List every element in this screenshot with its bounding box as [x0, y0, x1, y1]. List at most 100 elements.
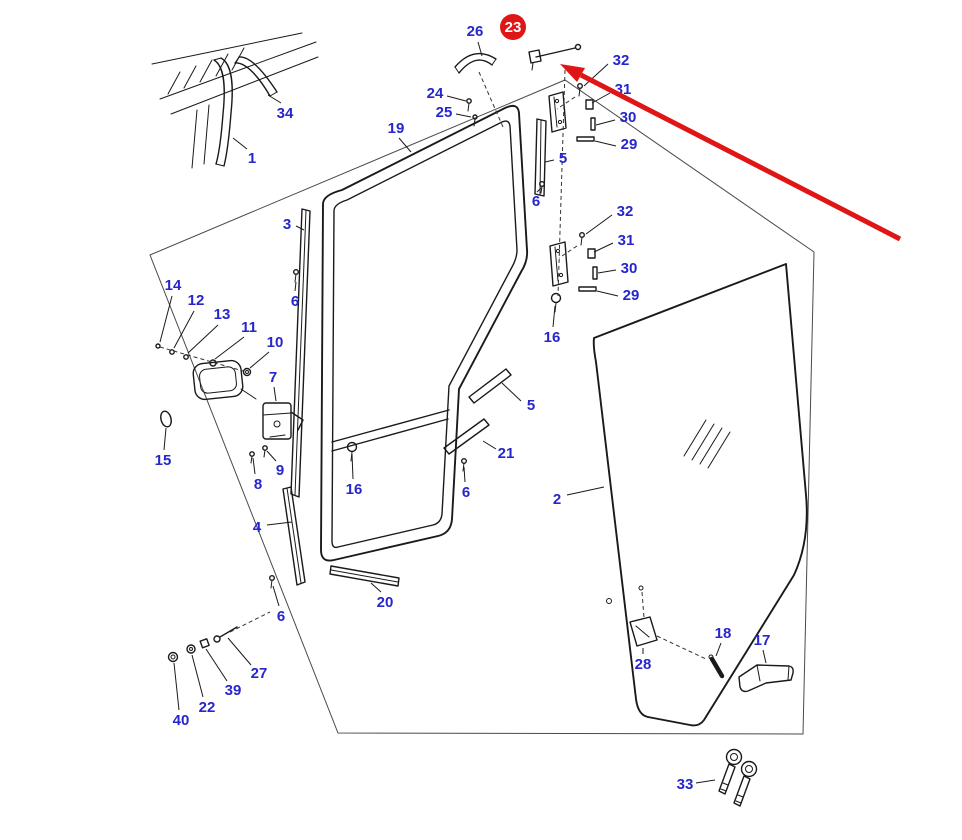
part-18-pin: [708, 654, 725, 679]
part-20-strip: [329, 565, 400, 587]
diagram-boundary: [149, 79, 815, 735]
part-15-ring: [160, 410, 172, 428]
leader-line-21: [482, 440, 497, 450]
leader-line-26: [477, 41, 483, 57]
leader-line-17: [762, 649, 767, 664]
part-26-curved-strap: [454, 52, 497, 74]
part-label-30: 30: [620, 109, 637, 126]
highlighted-part-badge: [500, 14, 526, 40]
part-label-7: 7: [269, 369, 277, 386]
part-label-6: 6: [291, 293, 299, 310]
leader-line-34: [267, 94, 282, 104]
leader-line-14: [159, 295, 173, 343]
part-label-6: 6: [277, 608, 285, 625]
leader-line-1: [232, 137, 248, 150]
part-34-trim-strip: [234, 56, 278, 97]
part-label-13: 13: [214, 306, 231, 323]
part-6-screws: [269, 180, 546, 589]
part-3-seal-strip: [290, 208, 311, 498]
part-label-20: 20: [377, 594, 394, 611]
part-28-bracket: [629, 616, 658, 647]
leader-line-2: [566, 486, 605, 496]
part-5-strip-middle: [468, 368, 512, 404]
leader-line-32: [583, 63, 609, 87]
part-label-18: 18: [715, 625, 732, 642]
part-label-25: 25: [436, 104, 453, 121]
leader-line-15: [163, 427, 167, 451]
part-label-28: 28: [635, 656, 652, 673]
part-label-22: 22: [199, 699, 216, 716]
part-label-32: 32: [617, 203, 634, 220]
leader-line-16: [552, 305, 556, 328]
part-17-door-handle: [738, 664, 794, 693]
part-label-34: 34: [277, 105, 294, 122]
red-arrow-line: [579, 72, 902, 242]
leader-line-25: [455, 113, 472, 118]
part-label-16: 16: [544, 329, 561, 346]
leader-line-31: [593, 242, 614, 253]
part-label-9: 9: [276, 462, 284, 479]
part-19-door-frame: [320, 104, 529, 562]
part-label-1: 1: [248, 150, 256, 167]
leader-line-5: [501, 382, 522, 402]
part-label-29: 29: [623, 287, 640, 304]
leader-line-24: [446, 95, 467, 102]
part-label-3: 3: [283, 216, 291, 233]
part-label-40: 40: [173, 712, 190, 729]
part-label-15: 15: [155, 452, 172, 469]
leader-line-22: [191, 654, 204, 698]
part-23-door-check: [528, 43, 582, 71]
leader-line-19: [398, 137, 412, 153]
part-24-25-screws: [466, 98, 478, 127]
hinge-lower-with-fasteners: [549, 231, 598, 292]
part-label-29: 29: [621, 136, 638, 153]
leader-line-31: [591, 92, 611, 104]
part-label-14: 14: [165, 277, 182, 294]
red-arrow-head: [560, 64, 585, 82]
leader-line-6: [463, 466, 466, 483]
part-label-39: 39: [225, 682, 242, 699]
part-label-32: 32: [613, 52, 630, 69]
leader-line-12: [173, 310, 195, 349]
part-label-30: 30: [621, 260, 638, 277]
part-label-2: 2: [553, 491, 561, 508]
part-16-knobs: [346, 292, 562, 462]
leader-line-20: [370, 582, 382, 593]
leader-line-30: [597, 269, 617, 274]
leader-line-6: [294, 281, 297, 292]
leader-line-32: [585, 214, 613, 235]
part-1-seal-strip: [213, 57, 233, 167]
leader-line-29: [596, 290, 619, 297]
leader-line-6: [272, 585, 280, 607]
part-4-seal-strip: [282, 486, 306, 586]
leader-line-30: [595, 119, 616, 126]
part-label-26: 26: [467, 23, 484, 40]
part-label-21: 21: [498, 445, 515, 462]
part-label-5: 5: [527, 397, 535, 414]
part-label-10: 10: [267, 334, 284, 351]
part-label-33: 33: [677, 776, 694, 793]
part-label-4: 4: [253, 519, 262, 536]
part-label-6: 6: [462, 484, 470, 501]
leader-line-3: [295, 225, 305, 231]
cab-corner-drawing: [151, 32, 319, 169]
leader-line-40: [173, 662, 180, 711]
mirror-bracket-assembly: [155, 343, 257, 401]
leader-line-6: [536, 187, 542, 193]
leader-line-11: [214, 336, 245, 360]
part-label-11: 11: [241, 319, 257, 336]
highlight-annotation: [560, 64, 902, 242]
leader-line-7: [273, 386, 277, 402]
part-label-31: 31: [618, 232, 635, 249]
part-label-19: 19: [388, 120, 405, 137]
leader-line-4: [266, 521, 293, 526]
leader-line-16: [351, 453, 354, 480]
part-label-12: 12: [188, 292, 205, 309]
part-label-17: 17: [754, 632, 771, 649]
part-21-strip: [443, 418, 490, 455]
hinge-upper-with-fasteners: [548, 82, 596, 142]
part-label-6: 6: [532, 193, 540, 210]
